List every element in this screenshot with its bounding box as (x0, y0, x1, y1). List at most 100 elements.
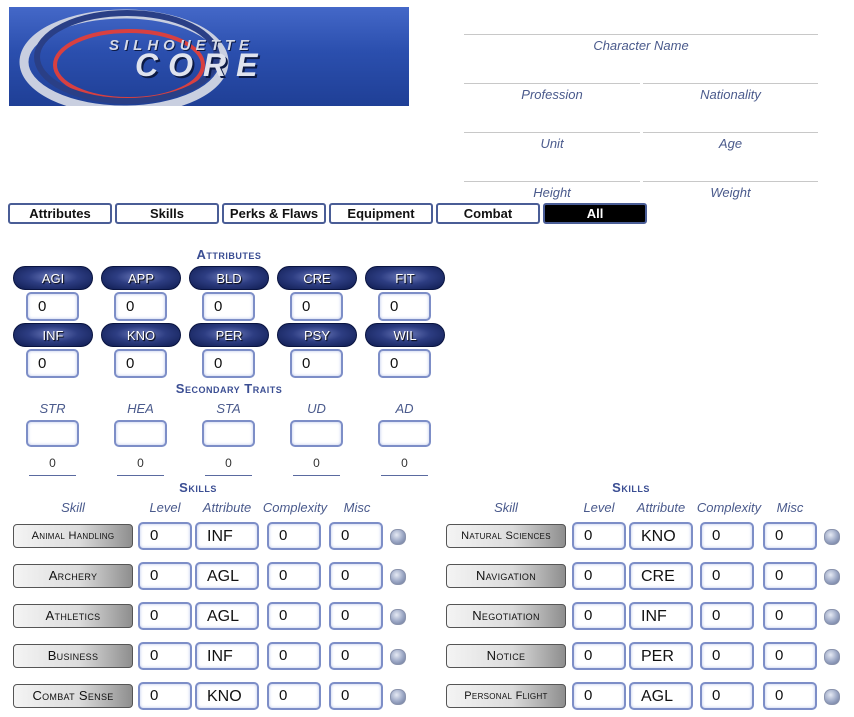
skill-level-input[interactable]: 0 (572, 682, 626, 710)
skill-level-input[interactable]: 0 (138, 562, 192, 590)
skill-complexity-input[interactable]: 0 (700, 682, 754, 710)
skill-complexity-input[interactable]: 0 (700, 522, 754, 550)
skill-business[interactable]: Business (13, 644, 133, 668)
skill-misc-input[interactable]: 0 (763, 522, 817, 550)
skill-roll-dot[interactable] (824, 609, 840, 625)
skill-level-input[interactable]: 0 (138, 642, 192, 670)
skill-roll-dot[interactable] (390, 689, 406, 705)
skill-archery[interactable]: Archery (13, 564, 133, 588)
skill-level-input[interactable]: 0 (572, 602, 626, 630)
tab-combat[interactable]: Combat (436, 203, 540, 224)
skill-complexity-input[interactable]: 0 (267, 642, 321, 670)
attribute-psy-input[interactable]: 0 (290, 349, 343, 378)
trait-ad-input[interactable] (378, 420, 431, 447)
skill-complexity-input[interactable]: 0 (267, 602, 321, 630)
skill-misc-input[interactable]: 0 (329, 602, 383, 630)
logo-text-core: CORE (135, 47, 268, 83)
skill-level-input[interactable]: 0 (572, 522, 626, 550)
skill-attribute-input[interactable]: KNO (195, 682, 259, 710)
trait-ud-input[interactable] (290, 420, 343, 447)
skill-misc-input[interactable]: 0 (329, 642, 383, 670)
skill-negotiation[interactable]: Negotiation (446, 604, 566, 628)
attribute-wil-label: WIL (365, 323, 445, 347)
skill-roll-dot[interactable] (824, 689, 840, 705)
attribute-bld-input[interactable]: 0 (202, 292, 255, 321)
skill-roll-dot[interactable] (824, 649, 840, 665)
attribute-wil-input[interactable]: 0 (378, 349, 431, 378)
skill-complexity-input[interactable]: 0 (700, 642, 754, 670)
skill-misc-input[interactable]: 0 (763, 562, 817, 590)
attribute-inf-input[interactable]: 0 (26, 349, 79, 378)
skill-level-input[interactable]: 0 (138, 602, 192, 630)
attribute-cre-label: CRE (277, 266, 357, 290)
skill-combat-sense[interactable]: Combat Sense (13, 684, 133, 708)
trait-str-input[interactable] (26, 420, 79, 447)
trait-hea-input[interactable] (114, 420, 167, 447)
skill-level-input[interactable]: 0 (572, 562, 626, 590)
attribute-cre-input[interactable]: 0 (290, 292, 343, 321)
skill-misc-input[interactable]: 0 (329, 562, 383, 590)
tab-equipment[interactable]: Equipment (329, 203, 433, 224)
skill-misc-input[interactable]: 0 (763, 642, 817, 670)
attribute-app-label: APP (101, 266, 181, 290)
skills-heading-left: Skills (179, 480, 217, 495)
skill-attribute-input[interactable]: AGL (195, 602, 259, 630)
skill-personal-flight[interactable]: Personal Flight (446, 684, 566, 708)
skill-roll-dot[interactable] (390, 649, 406, 665)
skill-attribute-input[interactable]: AGL (195, 562, 259, 590)
nationality-line[interactable] (643, 83, 818, 84)
skill-complexity-input[interactable]: 0 (700, 562, 754, 590)
trait-ad-label: AD (395, 401, 414, 416)
skill-roll-dot[interactable] (390, 609, 406, 625)
attribute-per-input[interactable]: 0 (202, 349, 255, 378)
unit-line[interactable] (464, 132, 640, 133)
skill-level-input[interactable]: 0 (138, 682, 192, 710)
profession-line[interactable] (464, 83, 640, 84)
skills-left-col-misc: Misc (343, 500, 371, 515)
skill-level-input[interactable]: 0 (138, 522, 192, 550)
character-name-line[interactable] (464, 34, 818, 35)
attribute-agi-label: AGI (13, 266, 93, 290)
skills-right-col-skill: Skill (494, 500, 518, 515)
skill-attribute-input[interactable]: CRE (629, 562, 693, 590)
skill-misc-input[interactable]: 0 (329, 522, 383, 550)
skill-notice[interactable]: Notice (446, 644, 566, 668)
skill-roll-dot[interactable] (390, 529, 406, 545)
attribute-kno-input[interactable]: 0 (114, 349, 167, 378)
skill-roll-dot[interactable] (390, 569, 406, 585)
skill-roll-dot[interactable] (824, 529, 840, 545)
skill-attribute-input[interactable]: INF (195, 642, 259, 670)
skill-level-input[interactable]: 0 (572, 642, 626, 670)
attribute-fit-input[interactable]: 0 (378, 292, 431, 321)
tab-skills[interactable]: Skills (115, 203, 219, 224)
tab-perks-flaws[interactable]: Perks & Flaws (222, 203, 326, 224)
skill-misc-input[interactable]: 0 (763, 682, 817, 710)
attribute-fit-label: FIT (365, 266, 445, 290)
skill-natural-sciences[interactable]: Natural Sciences (446, 524, 566, 548)
skill-attribute-input[interactable]: INF (629, 602, 693, 630)
skill-attribute-input[interactable]: PER (629, 642, 693, 670)
skill-navigation[interactable]: Navigation (446, 564, 566, 588)
skill-misc-input[interactable]: 0 (329, 682, 383, 710)
age-line[interactable] (643, 132, 818, 133)
attribute-agi-input[interactable]: 0 (26, 292, 79, 321)
skill-attribute-input[interactable]: KNO (629, 522, 693, 550)
skill-roll-dot[interactable] (824, 569, 840, 585)
trait-sta-input[interactable] (202, 420, 255, 447)
skill-complexity-input[interactable]: 0 (267, 562, 321, 590)
skill-misc-input[interactable]: 0 (763, 602, 817, 630)
skill-complexity-input[interactable]: 0 (267, 682, 321, 710)
skill-complexity-input[interactable]: 0 (267, 522, 321, 550)
skill-animal-handling[interactable]: Animal Handling (13, 524, 133, 548)
weight-line[interactable] (643, 181, 818, 182)
skill-attribute-input[interactable]: AGL (629, 682, 693, 710)
skill-attribute-input[interactable]: INF (195, 522, 259, 550)
skill-complexity-input[interactable]: 0 (700, 602, 754, 630)
skill-athletics[interactable]: Athletics (13, 604, 133, 628)
skills-left-col-skill: Skill (61, 500, 85, 515)
tab-attributes[interactable]: Attributes (8, 203, 112, 224)
tab-all[interactable]: All (543, 203, 647, 224)
attribute-app-input[interactable]: 0 (114, 292, 167, 321)
trait-str-label: STR (39, 401, 66, 416)
height-line[interactable] (464, 181, 640, 182)
